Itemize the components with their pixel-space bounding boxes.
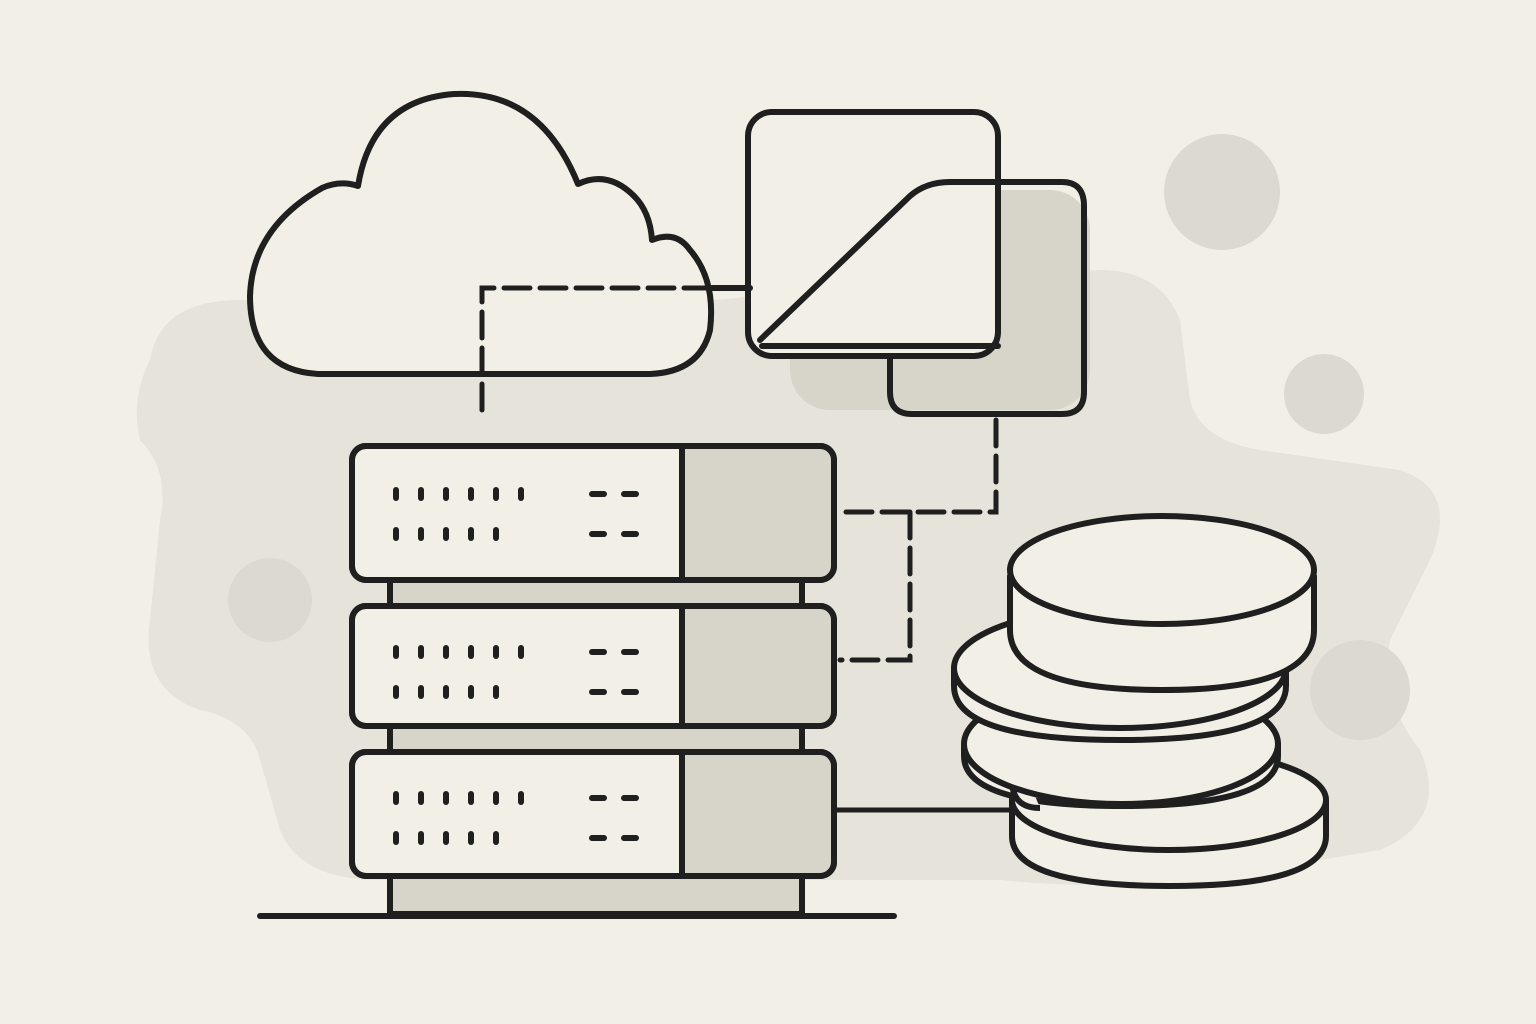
database-disk-top bbox=[1007, 513, 1317, 693]
connector-cloud-to-server bbox=[479, 285, 713, 419]
server-unit-2 bbox=[349, 603, 837, 729]
connector-server-link bbox=[837, 509, 913, 663]
background-dot-left bbox=[228, 558, 312, 642]
background-dot-bottom-right bbox=[1310, 640, 1410, 740]
background-dot-right bbox=[1284, 354, 1364, 434]
rack-spacer-2 bbox=[387, 723, 805, 755]
window-back bbox=[757, 179, 1087, 417]
connector-window-to-server bbox=[837, 417, 999, 515]
cloud-icon bbox=[247, 90, 715, 377]
server-rack-icon bbox=[257, 443, 897, 919]
dashed-connectors bbox=[479, 285, 999, 663]
rack-base bbox=[387, 873, 805, 917]
server-unit-1 bbox=[349, 443, 837, 583]
server-unit-3 bbox=[349, 749, 837, 879]
database-stack-icon bbox=[951, 513, 1329, 889]
diagram-window-icon bbox=[709, 109, 1087, 417]
background-dot-top-right bbox=[1164, 134, 1280, 250]
server-indicator-lights bbox=[393, 487, 639, 845]
